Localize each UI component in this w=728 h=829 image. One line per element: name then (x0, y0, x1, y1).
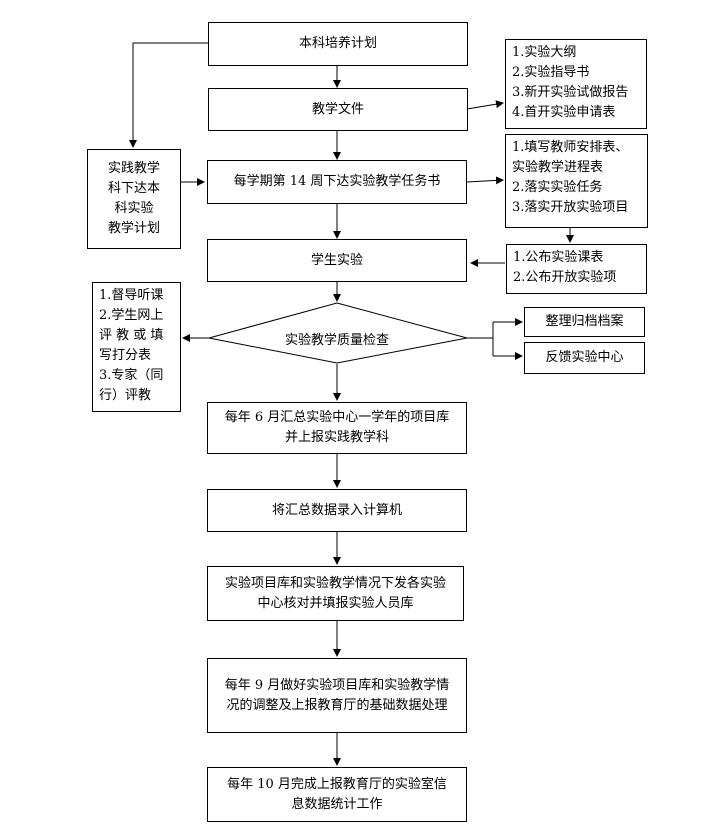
supervision-line-3: 评 教 或 填 (99, 328, 164, 343)
student-experiment-label: 学生实验 (310, 252, 363, 268)
feedback-label: 反馈实验中心 (545, 350, 624, 365)
archive-label: 整理归档档案 (545, 314, 624, 329)
supervision-line-5: 3.专家（同 (99, 368, 164, 383)
distribute-verify-box: 实验项目库和实验教学情况下发各实验 中心核对并填报实验人员库 (207, 566, 464, 621)
teaching-documents-box: 教学文件 (208, 88, 468, 131)
task-assignment-box: 每学期第 14 周下达实验教学任务书 (207, 160, 467, 204)
final-statistics-line-1: 每年 10 月完成上报教育厅的实验室信 (227, 776, 447, 792)
practice-teaching-line-3: 科实验 (114, 201, 154, 216)
task-list-line-1: 1.填写教师安排表、 (512, 140, 629, 155)
supervision-line-2: 2.学生网上 (99, 308, 164, 323)
supervision-line-1: 1.督导听课 (99, 288, 164, 303)
documents-list-box: 1.实验大纲 2.实验指导书 3.新开实验试做报告 4.首开实验申请表 (505, 39, 647, 129)
final-statistics-line-2: 息数据统计工作 (291, 796, 383, 812)
archive-box: 整理归档档案 (524, 307, 645, 337)
documents-list-line-3: 3.新开实验试做报告 (512, 85, 629, 100)
annual-summary-line-1: 每年 6 月汇总实验中心一学年的项目库 (224, 410, 450, 425)
arrow-task-to-list (466, 176, 504, 185)
arrow-docs-to-list (466, 100, 504, 110)
practice-teaching-line-1: 实践教学 (107, 161, 160, 176)
annual-summary-line-2: 并上报实践教学科 (284, 430, 389, 445)
publish-list-box: 1.公布实验课表 2.公布开放实验项 (506, 244, 647, 294)
task-assignment-label: 每学期第 14 周下达实验教学任务书 (233, 174, 441, 189)
adjust-report-line-2: 况的调整及上报教育厅的基础数据处理 (226, 697, 448, 713)
task-list-box: 1.填写教师安排表、 实验教学进程表 2.落实实验任务 3.落实开放实验项目 (505, 134, 648, 228)
data-input-box: 将汇总数据录入计算机 (207, 489, 467, 532)
publish-list-line-1: 1.公布实验课表 (513, 250, 604, 265)
documents-list-line-2: 2.实验指导书 (512, 65, 590, 80)
annual-summary-box: 每年 6 月汇总实验中心一学年的项目库 并上报实践教学科 (207, 402, 467, 454)
supervision-list-box: 1.督导听课 2.学生网上 评 教 或 填 写打分表 3.专家（同 行）评教 (92, 282, 181, 412)
quality-diamond (208, 302, 468, 364)
quality-check-label: 实验教学质量检查 (284, 333, 389, 348)
teaching-documents-label: 教学文件 (311, 101, 364, 117)
documents-list-line-4: 4.首开实验申请表 (512, 105, 616, 120)
practice-teaching-box: 实践教学 科下达本 科实验 教学计划 (87, 149, 181, 249)
documents-list-line-1: 1.实验大纲 (512, 45, 577, 60)
publish-list-line-2: 2.公布开放实验项 (513, 270, 617, 285)
training-plan-box: 本科培养计划 (208, 22, 468, 66)
practice-teaching-line-4: 教学计划 (107, 221, 160, 236)
task-list-line-2: 实验教学进程表 (512, 160, 604, 175)
adjust-report-box: 每年 9 月做好实验项目库和实验教学情 况的调整及上报教育厅的基础数据处理 (207, 658, 467, 733)
final-statistics-box: 每年 10 月完成上报教育厅的实验室信 息数据统计工作 (207, 767, 467, 822)
supervision-line-4: 写打分表 (99, 348, 152, 363)
distribute-verify-line-1: 实验项目库和实验教学情况下发各实验 (224, 575, 446, 591)
arrow-plan-to-practice (129, 42, 208, 148)
task-list-line-4: 3.落实开放实验项目 (512, 200, 629, 215)
distribute-verify-line-2: 中心核对并填报实验人员库 (257, 595, 414, 611)
training-plan-label: 本科培养计划 (298, 36, 377, 51)
task-list-line-3: 2.落实实验任务 (512, 180, 603, 195)
adjust-report-line-1: 每年 9 月做好实验项目库和实验教学情 (224, 677, 450, 693)
student-experiment-box: 学生实验 (207, 239, 467, 282)
practice-teaching-line-2: 科下达本 (107, 181, 160, 196)
feedback-box: 反馈实验中心 (524, 342, 645, 374)
data-input-label: 将汇总数据录入计算机 (271, 502, 402, 518)
supervision-line-6: 行）评教 (99, 388, 152, 403)
